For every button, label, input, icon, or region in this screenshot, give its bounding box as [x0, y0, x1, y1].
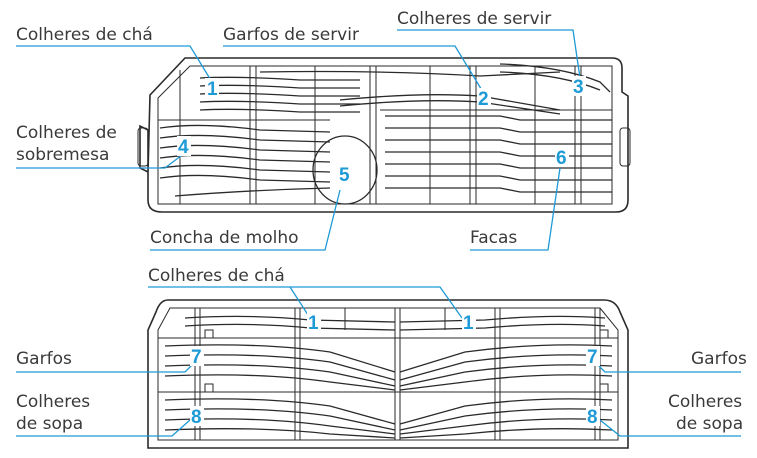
- label-soup-spoons-right-2: de sopa: [676, 414, 743, 434]
- leader-serving-spoons: [397, 29, 581, 79]
- bottom-labels: Colheres de chá Garfos Garfos Colheres d…: [16, 266, 747, 437]
- bottom-basket-dividers: [158, 308, 618, 440]
- leader-teaspoons-bottom-right: [148, 286, 463, 319]
- bottom-basket-inner: [157, 307, 619, 441]
- number-gravy-ladle: 5: [339, 165, 350, 186]
- label-forks-left: Garfos: [16, 349, 72, 369]
- top-gravy-ladle: [312, 135, 378, 205]
- number-teaspoons-top: 1: [207, 79, 218, 100]
- number-teaspoons-bottom-left: 1: [308, 313, 319, 334]
- number-forks-left: 7: [191, 347, 202, 368]
- number-knives: 6: [556, 148, 567, 169]
- top-basket-dividers: [158, 66, 612, 204]
- label-soup-spoons-left-2: de sopa: [16, 414, 83, 434]
- label-forks-right: Garfos: [691, 349, 747, 369]
- leader-knives: [470, 167, 561, 251]
- bottom-soup-spoons: [164, 398, 613, 439]
- number-serving-forks: 2: [478, 89, 489, 110]
- bottom-teaspoons: [184, 315, 606, 331]
- leader-soup-spoons-right: [599, 419, 741, 437]
- number-serving-spoons: 3: [573, 77, 584, 98]
- label-serving-forks: Garfos de servir: [223, 25, 359, 45]
- number-soup-spoons-right: 8: [587, 407, 598, 428]
- number-dessert-spoons: 4: [178, 137, 189, 158]
- top-dessert-spoons: [159, 124, 331, 197]
- top-right-handle: [619, 127, 631, 167]
- label-knives: Facas: [470, 228, 517, 248]
- bottom-basket: [147, 299, 629, 449]
- number-forks-right: 7: [587, 347, 598, 368]
- label-teaspoons-top: Colheres de chá: [16, 25, 153, 45]
- top-basket-inner: [157, 65, 613, 205]
- top-knives: [385, 115, 612, 193]
- label-teaspoons-bottom: Colheres de chá: [148, 266, 285, 286]
- bottom-forks: [164, 344, 613, 391]
- top-teaspoons: [199, 76, 360, 113]
- leader-teaspoons-bottom-left: [289, 286, 311, 319]
- label-dessert-spoons-1: Colheres de: [16, 123, 117, 143]
- leader-serving-forks: [223, 45, 484, 93]
- top-labels: Colheres de chá Garfos de servir Colhere…: [16, 9, 586, 251]
- label-serving-spoons: Colheres de servir: [397, 9, 551, 29]
- bottom-basket-frame: [147, 299, 629, 449]
- leader-soup-spoons-left: [16, 419, 191, 437]
- top-serving-utensils: [259, 63, 611, 115]
- number-teaspoons-bottom-right: 1: [463, 313, 474, 334]
- number-soup-spoons-left: 8: [191, 407, 202, 428]
- label-soup-spoons-right-1: Colheres: [668, 392, 742, 412]
- top-basket-frame: [139, 57, 629, 213]
- leader-gravy-ladle: [150, 189, 341, 251]
- label-dessert-spoons-2: sobremesa: [16, 145, 109, 165]
- leader-teaspoons-top: [16, 45, 213, 83]
- label-gravy-ladle: Concha de molho: [150, 228, 299, 248]
- top-left-handle: [137, 127, 149, 167]
- leader-dessert-spoons: [16, 154, 183, 169]
- label-soup-spoons-left-1: Colheres: [16, 392, 90, 412]
